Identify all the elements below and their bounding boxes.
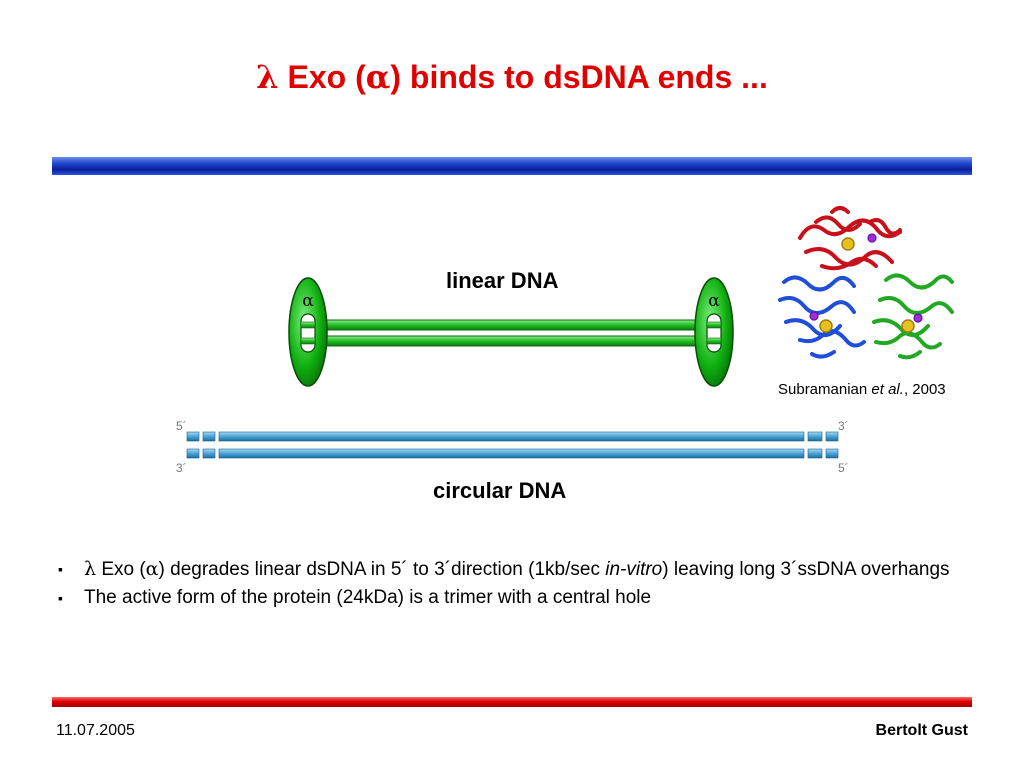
alpha-label-right: α: [708, 291, 720, 311]
linear-dna-label: linear DNA: [446, 268, 559, 293]
circular-dna-label: circular DNA: [433, 478, 567, 503]
slide-title: λ Exo (α) binds to dsDNA ends ...: [0, 58, 1024, 96]
bullet-text: The active form of the protein (24kDa) i…: [84, 587, 652, 608]
trimer-subunit-blue: [778, 275, 866, 359]
prime-5-left-label: 5´: [176, 419, 187, 433]
title-text-part: Exo (: [278, 59, 366, 95]
bullet-text-part: Exo (: [96, 559, 146, 580]
footer-author: Bertolt Gust: [875, 722, 968, 739]
alpha-symbol: α: [365, 58, 391, 96]
citation: Subramanian et al., 2003: [778, 381, 946, 398]
bullet-item: λ Exo (α) degrades linear dsDNA in 5´ to…: [58, 556, 958, 583]
linear-dna-strand-top: [304, 319, 716, 331]
protein-trimer-structure-image: [778, 206, 954, 360]
trimer-subunit-green: [872, 273, 954, 360]
footer-date: 11.07.2005: [56, 722, 135, 739]
bullet-item: The active form of the protein (24kDa) i…: [58, 585, 958, 612]
citation-etal: et al.: [871, 381, 904, 398]
citation-year: , 2003: [903, 381, 946, 398]
bottom-red-rule: [52, 697, 972, 707]
bullet-square-icon: [58, 585, 84, 612]
linear-dna-strand-bottom: [304, 335, 716, 347]
lambda-symbol: λ: [256, 58, 279, 96]
bullet-italic-text: in-vitro: [605, 559, 663, 580]
trimer-subunit-red: [798, 206, 902, 271]
bullet-text-part: ) degrades linear dsDNA in 5´ to 3´direc…: [158, 559, 606, 580]
alpha-label-left: α: [302, 291, 314, 311]
title-text-part: ) binds to dsDNA ends ...: [390, 59, 768, 95]
exo-protein-left: [288, 277, 328, 387]
prime-5-right-label: 5´: [838, 461, 849, 475]
bullet-text-part: ) leaving long 3´ssDNA overhangs: [662, 559, 950, 580]
alpha-symbol: α: [145, 558, 159, 580]
bullet-list: λ Exo (α) degrades linear dsDNA in 5´ to…: [58, 556, 958, 614]
circular-dna-bottom-strand: [186, 448, 839, 459]
bullet-text: λ Exo (α) degrades linear dsDNA in 5´ to…: [84, 556, 950, 583]
exo-protein-right: [694, 277, 734, 387]
lambda-symbol: λ: [84, 558, 97, 580]
top-blue-rule: [52, 157, 972, 175]
citation-author: Subramanian: [778, 381, 872, 398]
circular-dna-top-strand: [186, 431, 839, 442]
prime-3-left-label: 3´: [176, 461, 187, 475]
prime-3-right-label: 3´: [838, 419, 849, 433]
bullet-square-icon: [58, 556, 84, 583]
